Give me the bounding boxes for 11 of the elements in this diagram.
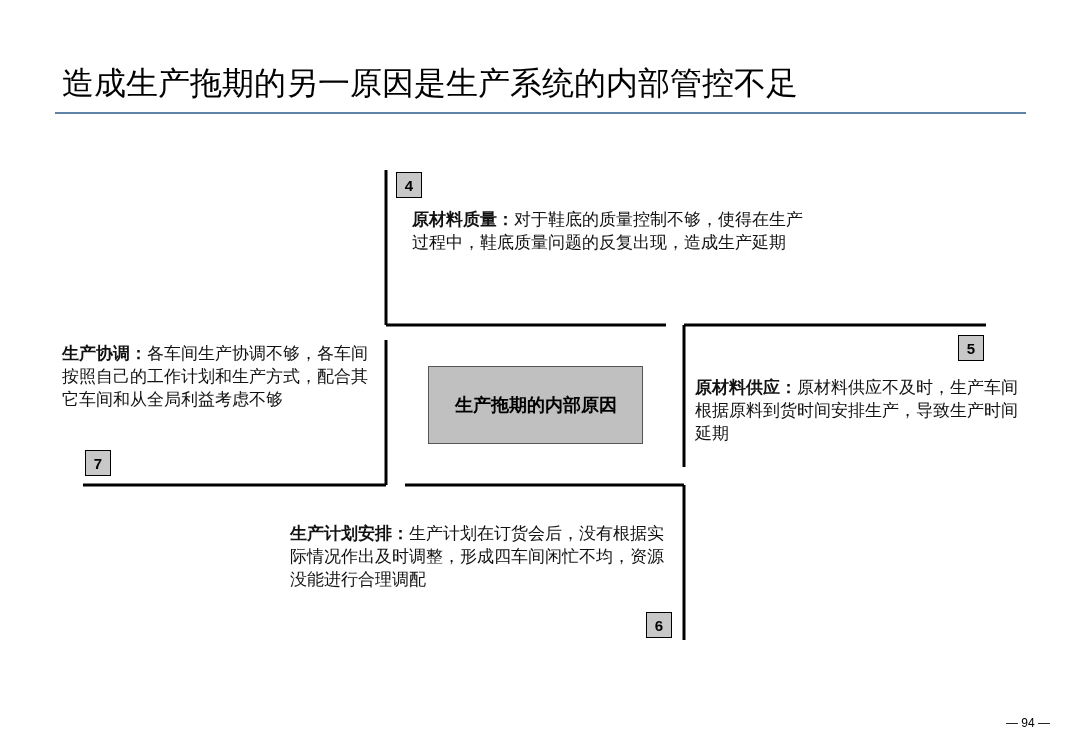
page-number: — 94 — xyxy=(1006,716,1050,730)
number-badge: 6 xyxy=(646,612,672,638)
number-badge: 7 xyxy=(85,450,111,476)
page-title: 造成生产拖期的另一原因是生产系统的内部管控不足 xyxy=(62,64,798,103)
cause-description: 原材料质量：对于鞋底的质量控制不够，使得在生产过程中，鞋底质量问题的反复出现，造成生产延期 xyxy=(412,209,804,254)
number-badge: 4 xyxy=(396,172,422,198)
cause-description: 生产协调：各车间生产协调不够，各车间按照自己的工作计划和生产方式，配合其它车间和从全局利益考虑不够 xyxy=(62,343,369,411)
cause-box: 生产拖期的内部原因 xyxy=(428,366,643,444)
cause-description: 生产计划安排：生产计划在订货会后，没有根据实际情况作出及时调整，形成四车间闲忙不均，资源没能进行合理调配 xyxy=(290,523,665,591)
cause-description: 原材料供应：原材料供应不及时，生产车间根据原料到货时间安排生产，导致生产时间延期 xyxy=(695,377,1019,445)
number-badge: 5 xyxy=(958,335,984,361)
